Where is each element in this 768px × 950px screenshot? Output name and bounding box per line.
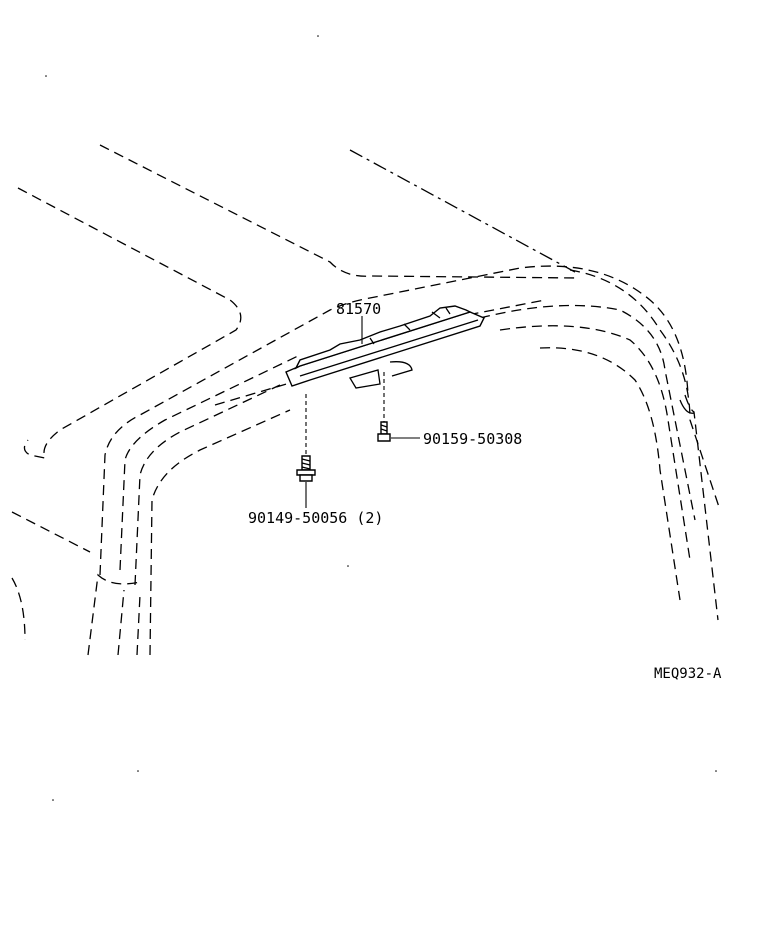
left-door-curve — [11, 577, 26, 641]
inner-arch-right-3 — [539, 347, 681, 601]
callout-screw-center-part-number: 90159-50308 — [423, 430, 522, 448]
roof-rail-inner — [389, 299, 546, 331]
left-pillar-base — [87, 573, 141, 656]
inner-arch-right-2 — [499, 325, 691, 561]
inner-arch-left-1 — [119, 354, 301, 571]
stop-lamp-assembly — [285, 305, 485, 389]
lamp-bracket — [389, 361, 413, 377]
inner-arch-left-2 — [134, 384, 281, 586]
roof-panel-rear-edge — [349, 149, 576, 273]
diagram-reference-code: MEQ932-A — [654, 666, 722, 682]
outer-arch-line — [99, 265, 689, 576]
right-pillar-corner — [679, 399, 695, 414]
roof-rail-left — [214, 379, 301, 406]
roof-panel-upper-edge — [99, 144, 581, 279]
outer-right-pillar — [569, 269, 721, 511]
right-pillar-lower — [684, 394, 719, 621]
lamp-lens-line — [299, 319, 479, 377]
lamp-mount-tab — [349, 369, 381, 389]
screw-center-icon — [377, 421, 391, 442]
left-door-line — [11, 511, 91, 553]
inner-arch-right-1 — [479, 304, 696, 521]
left-pillar-inner-2 — [136, 594, 141, 656]
callout-screw-left-part-number: 90149-50056 (2) — [248, 509, 383, 527]
lamp-housing-top — [294, 305, 472, 370]
roof-panel-left-edge — [17, 187, 242, 459]
inner-arch-left-3 — [149, 409, 291, 656]
vehicle-body-outline — [11, 144, 721, 656]
scan-specks — [45, 35, 717, 801]
callout-lamp-part-number: 81570 — [336, 300, 381, 318]
lamp-ribs — [369, 307, 451, 345]
screw-left-icon — [296, 455, 316, 482]
left-pillar-inner — [117, 589, 125, 656]
